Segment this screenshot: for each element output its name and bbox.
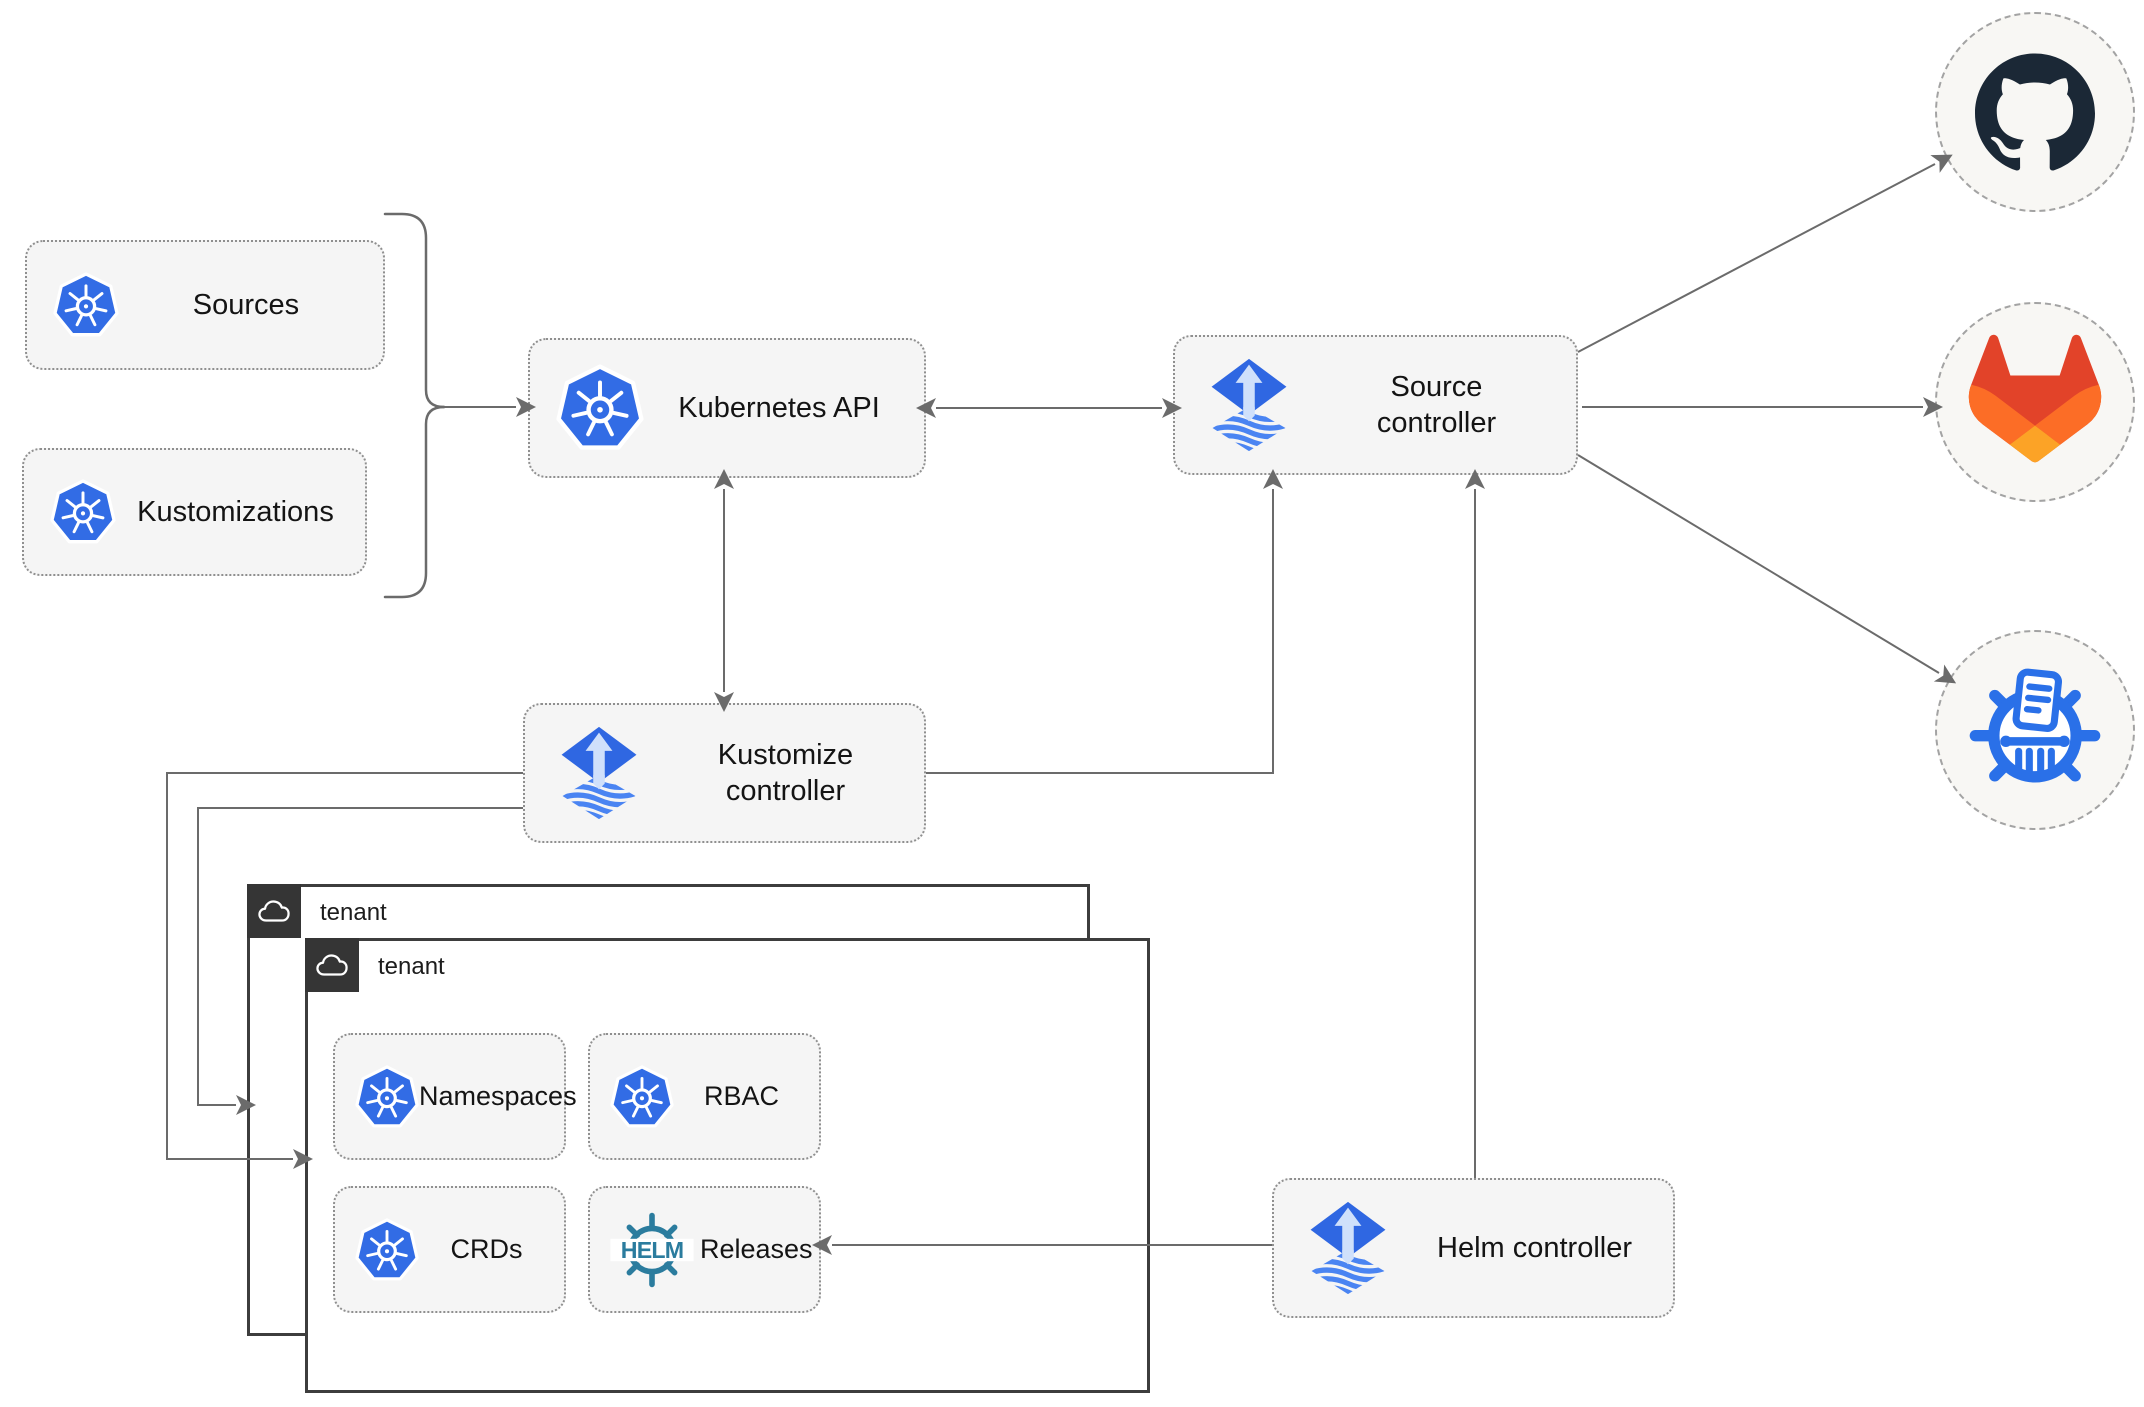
brace-connector — [383, 212, 446, 409]
cloud-icon — [315, 951, 349, 979]
node-source-controller: Source controller — [1173, 335, 1578, 475]
node-sources: Sources — [25, 240, 385, 370]
github-endpoint — [1935, 12, 2135, 212]
edge-source-to-github — [1577, 154, 1953, 353]
node-crds: CRDs — [333, 1186, 566, 1313]
node-label: CRDs — [450, 1233, 523, 1264]
github-octocat-icon — [1975, 53, 2095, 171]
kubernetes-icon — [610, 1065, 674, 1129]
chartmuseum-wheel-icon — [1969, 668, 2101, 783]
kubernetes-icon — [556, 364, 644, 452]
node-label: RBAC — [703, 1080, 779, 1111]
tenant-box-inner: tenant — [305, 938, 1150, 1393]
node-rbac: RBAC — [588, 1033, 821, 1160]
tenant-label: tenant — [378, 953, 445, 980]
node-label: Sources — [192, 288, 300, 321]
node-kubernetes-api: Kubernetes API — [528, 338, 926, 478]
edge-source-to-chart-repository — [1577, 454, 1957, 684]
gitlab-tanuki-icon — [1968, 334, 2102, 463]
node-namespaces: Namespaces — [333, 1033, 577, 1160]
node-helm-controller: Helm controller — [1272, 1178, 1675, 1318]
node-kustomizations: Kustomizations — [22, 448, 367, 576]
kubernetes-icon — [50, 479, 116, 545]
node-label: Helm controller — [1437, 1231, 1632, 1264]
node-kustomize-controller: Kustomize controller — [523, 703, 926, 843]
node-label: Kubernetes API — [678, 391, 880, 424]
gitlab-endpoint — [1935, 302, 2135, 502]
node-label: Namespaces — [419, 1080, 577, 1111]
tenant-badge — [247, 884, 301, 938]
helm-icon: HELM — [610, 1212, 694, 1287]
tenant-label: tenant — [320, 899, 387, 926]
kubernetes-icon — [53, 272, 119, 338]
kubernetes-icon — [355, 1218, 419, 1282]
node-label: Kustomizations — [137, 495, 334, 528]
helm-logo-text: HELM — [621, 1237, 684, 1263]
node-label: Releases — [700, 1233, 813, 1264]
flux-icon — [1300, 1198, 1396, 1298]
cloud-icon — [257, 897, 291, 925]
kubernetes-icon — [355, 1065, 419, 1129]
flux-icon — [551, 723, 647, 823]
node-releases: HELM Releases — [588, 1186, 821, 1313]
node-label: Kustomize controller — [717, 738, 854, 807]
flux-icon — [1201, 355, 1297, 455]
edge-kustomize-to-source — [926, 469, 1283, 774]
tenant-badge — [305, 938, 359, 992]
node-label: Source controller — [1376, 370, 1497, 439]
chart-repository-endpoint — [1935, 630, 2135, 830]
brace-connector — [383, 405, 446, 599]
